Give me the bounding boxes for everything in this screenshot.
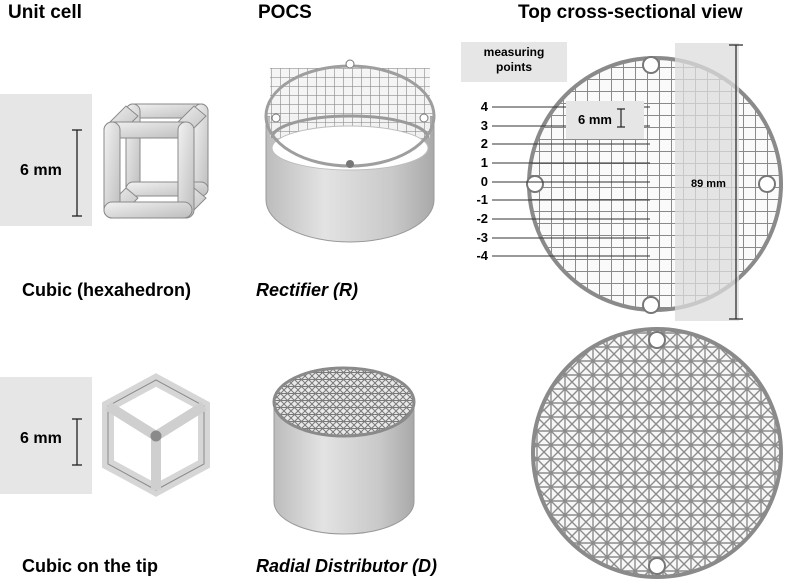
- radial-distributor-pocs-image: [272, 366, 416, 535]
- dimension-bar-icon-row2: [72, 418, 82, 466]
- measuring-point-minus-2: -2: [476, 211, 488, 226]
- measuring-point-minus-4: -4: [476, 248, 488, 263]
- measuring-point-1: 1: [480, 155, 488, 170]
- measuring-points-label: measuring points: [461, 42, 567, 82]
- cubic-on-tip-cell-image: [102, 373, 210, 497]
- header-top-view: Top cross-sectional view: [518, 2, 743, 23]
- unit-cell-label-row1: Cubic (hexahedron): [22, 280, 192, 300]
- radial-distributor-top-view-image: [531, 327, 783, 579]
- unit-cell-dimension-row2: 6 mm: [20, 430, 62, 447]
- header-pocs: POCS: [258, 2, 312, 23]
- measuring-point-minus-3: -3: [476, 230, 488, 245]
- measuring-point-minus-1: -1: [476, 192, 488, 207]
- measuring-point-2: 2: [480, 136, 488, 151]
- grid-dimension-backdrop: [566, 101, 644, 139]
- pocs-label-row2: Radial Distributor (D): [256, 556, 438, 576]
- unit-cell-dimension: 6 mm: [20, 162, 62, 179]
- measuring-point-3: 3: [480, 118, 488, 133]
- cubic-hexahedron-cell-image: [103, 103, 209, 219]
- dimension-bar-icon: [72, 129, 82, 217]
- grid-dimension-label: 6 mm: [578, 112, 612, 127]
- diameter-label: 89 mm: [691, 178, 726, 190]
- unit-cell-label-row2: Cubic on the tip: [22, 556, 158, 576]
- measuring-point-4: 4: [480, 99, 488, 114]
- header-unit-cell: Unit cell: [8, 2, 82, 23]
- grid-dimension-bar-icon: [617, 108, 625, 128]
- measuring-point-0: 0: [480, 174, 488, 189]
- pocs-label-row1: Rectifier (R): [256, 280, 359, 300]
- rectifier-pocs-image: [264, 59, 436, 243]
